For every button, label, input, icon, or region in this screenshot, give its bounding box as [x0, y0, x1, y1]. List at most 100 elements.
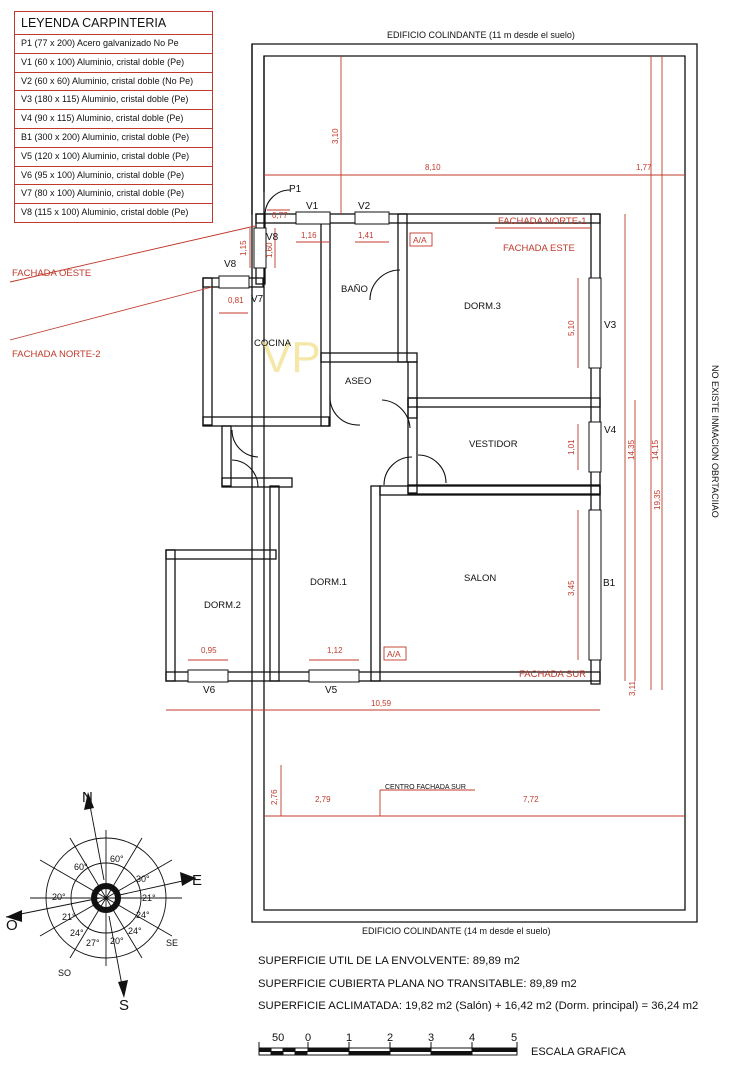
compass-e: E — [192, 872, 202, 889]
summary-line-3: SUPERFICIE ACLIMATADA: 19,82 m2 (Salón) … — [258, 1000, 699, 1012]
angle-label: 30° — [136, 874, 150, 884]
angle-label: 24° — [136, 910, 150, 920]
scale-tick-label: 0 — [305, 1032, 311, 1044]
top-neighbor-label: EDIFICIO COLINDANTE (11 m desde el suelo… — [387, 30, 575, 40]
legend-item: P1 (77 x 200) Acero galvanizado No Pe — [15, 35, 212, 54]
dim-10-59: 10,59 — [371, 699, 392, 708]
fachada-sur-label: FACHADA SUR — [519, 669, 586, 680]
angle-label: 20° — [52, 892, 66, 902]
bottom-neighbor-label: EDIFICIO COLINDANTE (14 m desde el suelo… — [362, 926, 551, 936]
room-bano: BAÑO — [341, 284, 368, 295]
aa-box-dorm3 — [409, 232, 433, 247]
opening-b1: B1 — [603, 578, 616, 589]
room-dorm3: DORM.3 — [464, 301, 501, 312]
right-side-label: NO EXISTE INMACION OBRTACIIAO — [710, 365, 720, 518]
angle-label: 60° — [110, 854, 124, 864]
room-salon: SALON — [464, 573, 496, 584]
scale-tick-label: 5 — [511, 1032, 517, 1044]
window-symbols — [187, 211, 602, 683]
surface-summary: SUPERFICIE UTIL DE LA ENVOLVENTE: 89,89 … — [258, 950, 698, 1018]
dim-3-11: 3,11 — [628, 680, 637, 696]
watermark: VP — [262, 333, 321, 382]
fachada-este-label: FACHADA ESTE — [503, 243, 575, 254]
dim-8-10: 8,10 — [425, 163, 441, 172]
legend-item: V7 (80 x 100) Aluminio, cristal doble (P… — [15, 185, 212, 205]
dim-0-77: 0,77 — [272, 211, 288, 220]
dim-0-95: 0,95 — [201, 646, 217, 655]
compass-s: S — [119, 997, 129, 1014]
opening-v6: V6 — [203, 685, 216, 696]
legend-item: V1 (60 x 100) Aluminio, cristal doble (P… — [15, 54, 212, 73]
legend-item: V4 (90 x 115) Aluminio, cristal doble (P… — [15, 110, 212, 129]
plot-boundary — [251, 43, 698, 923]
dim-1-16: 1,16 — [301, 231, 317, 240]
opening-v8: V8 — [266, 232, 279, 243]
dim-19-35: 19,35 — [653, 489, 662, 510]
dim-7-72: 7,72 — [523, 795, 539, 804]
opening-v7: V7 — [251, 294, 264, 305]
room-vestidor: VESTIDOR — [469, 439, 518, 450]
dim-2-79: 2,79 — [315, 795, 331, 804]
opening-v8-left: V8 — [224, 259, 237, 270]
summary-line-1: SUPERFICIE UTIL DE LA ENVOLVENTE: 89,89 … — [258, 955, 520, 967]
compass-n: N — [82, 789, 93, 806]
carpentry-legend: LEYENDA CARPINTERIA P1 (77 x 200) Acero … — [14, 11, 213, 223]
dim-2-76: 2,76 — [270, 789, 279, 805]
fachada-norte1-label: FACHADA NORTE-1 — [498, 216, 587, 227]
dim-3-45: 3,45 — [567, 580, 576, 596]
dim-14-35: 14,35 — [627, 439, 636, 460]
door-swings — [231, 189, 447, 488]
legend-item: V3 (180 x 115) Aluminio, cristal doble (… — [15, 91, 212, 111]
dim-1-77: 1,77 — [636, 163, 652, 172]
opening-v2: V2 — [358, 201, 371, 212]
angle-label: 27° — [86, 938, 100, 948]
scale-tick-label: 1 — [346, 1032, 352, 1044]
angle-label: 21° — [142, 893, 156, 903]
opening-v5: V5 — [325, 685, 338, 696]
summary-line-2: SUPERFICIE CUBIERTA PLANA NO TRANSITABLE… — [258, 977, 577, 990]
graphic-scale-bar — [258, 1042, 518, 1056]
scale-tick-label: 3 — [428, 1032, 434, 1044]
angle-label: 60° — [74, 862, 88, 872]
centro-fachada-sur-label: CENTRO FACHADA SUR — [385, 784, 466, 791]
compass-arrowheads — [6, 792, 196, 998]
aa-label-dorm3: A/A — [413, 235, 427, 245]
fachada-norte2-label: FACHADA NORTE-2 — [12, 349, 101, 360]
dim-5-10: 5,10 — [567, 320, 576, 336]
legend-item: V2 (60 x 60) Aluminio, cristal doble (No… — [15, 73, 212, 92]
legend-item: V8 (115 x 100) Aluminio, cristal doble (… — [21, 207, 189, 218]
angle-label: 21° — [62, 912, 76, 922]
aa-box-salon — [383, 646, 407, 661]
legend-title: LEYENDA CARPINTERIA — [15, 12, 212, 35]
compass-o: O — [6, 917, 18, 934]
legend-item: B1 (300 x 200) Aluminio, cristal doble (… — [15, 129, 212, 148]
scale-tick-label: 2 — [387, 1032, 393, 1044]
aa-label-salon: A/A — [387, 649, 401, 659]
dim-3-10: 3,10 — [331, 128, 340, 144]
dim-0-81: 0,81 — [228, 296, 244, 305]
compass-rose — [5, 794, 197, 997]
angle-label: 24° — [128, 926, 142, 936]
compass-angles: SE SO 60° 60° 30° 20° 21° 21° 24° 24° 24… — [52, 854, 178, 978]
opening-v3: V3 — [604, 320, 617, 331]
legend-item: V5 (120 x 100) Aluminio, cristal doble (… — [15, 148, 212, 167]
opening-v1: V1 — [306, 201, 319, 212]
dim-1-15: 1,15 — [239, 240, 248, 256]
scale-tick-label: 50 — [272, 1032, 284, 1044]
scale-tick-label: 4 — [469, 1032, 475, 1044]
room-dorm1: DORM.1 — [310, 577, 347, 588]
dimension-lines — [9, 56, 685, 817]
dim-1-01: 1,01 — [567, 439, 576, 455]
dim-1-60: 1,60 — [265, 242, 274, 258]
compass-labels: N E S O — [6, 789, 202, 1014]
dim-1-41: 1,41 — [358, 231, 374, 240]
angle-label: 20° — [110, 936, 124, 946]
dim-14-15: 14,15 — [651, 439, 660, 460]
opening-v4: V4 — [604, 425, 617, 436]
dim-1-12: 1,12 — [327, 646, 343, 655]
legend-item: V6 (95 x 100) Aluminio, cristal doble (P… — [15, 167, 212, 186]
room-dorm2: DORM.2 — [204, 600, 241, 611]
angle-label: 24° — [70, 928, 84, 938]
scale-tick-labels: 50 0 1 2 3 4 5 — [272, 1032, 517, 1044]
